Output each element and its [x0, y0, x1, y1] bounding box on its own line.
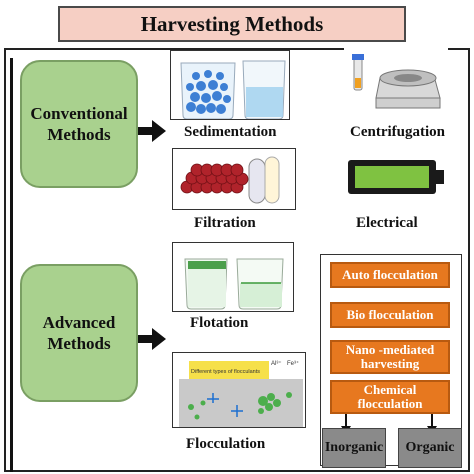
- conventional-label-line2: Methods: [47, 125, 111, 144]
- conventional-methods-box: Conventional Methods: [20, 60, 138, 188]
- sedimentation-caption: Sedimentation: [184, 124, 277, 140]
- advanced-arrow-icon: [138, 328, 166, 350]
- flocculation-image: Different types of flocculants Al³⁺ Fe³⁺: [172, 352, 306, 428]
- chemical-flocculation-box: Chemical flocculation: [330, 380, 450, 414]
- centrifugation-caption: Centrifugation: [350, 124, 445, 140]
- flotation-caption: Flotation: [190, 315, 249, 331]
- filtration-image: [172, 148, 296, 210]
- conventional-arrow-icon: [138, 120, 166, 142]
- advanced-methods-box: Advanced Methods: [20, 264, 138, 402]
- flocculants-text: Different types of flocculants: [191, 369, 260, 375]
- centrifugation-image: [344, 48, 448, 116]
- diagram-title: Harvesting Methods: [58, 6, 406, 42]
- filtration-caption: Filtration: [194, 215, 256, 231]
- ion-label-fe: Fe³⁺: [287, 360, 299, 367]
- ion-label-al: Al³⁺: [271, 360, 282, 367]
- organic-box: Organic: [398, 428, 462, 468]
- electrical-image: [344, 146, 450, 208]
- flotation-image: [172, 242, 294, 312]
- flocculation-types-frame: [320, 254, 462, 466]
- sedimentation-image: [170, 50, 290, 120]
- category-divider-line: [10, 58, 13, 472]
- advanced-label-line1: Advanced: [42, 312, 116, 332]
- inorganic-box: Inorganic: [322, 428, 386, 468]
- diagram-frame: [4, 48, 470, 472]
- electrical-caption: Electrical: [356, 215, 418, 231]
- flocculation-caption: Flocculation: [186, 436, 266, 452]
- conventional-label-line1: Conventional: [30, 103, 128, 123]
- nano-mediated-harvesting-box: Nano -mediated harvesting: [330, 340, 450, 374]
- auto-flocculation-box: Auto flocculation: [330, 262, 450, 288]
- advanced-label-line2: Methods: [47, 334, 111, 353]
- bio-flocculation-box: Bio flocculation: [330, 302, 450, 328]
